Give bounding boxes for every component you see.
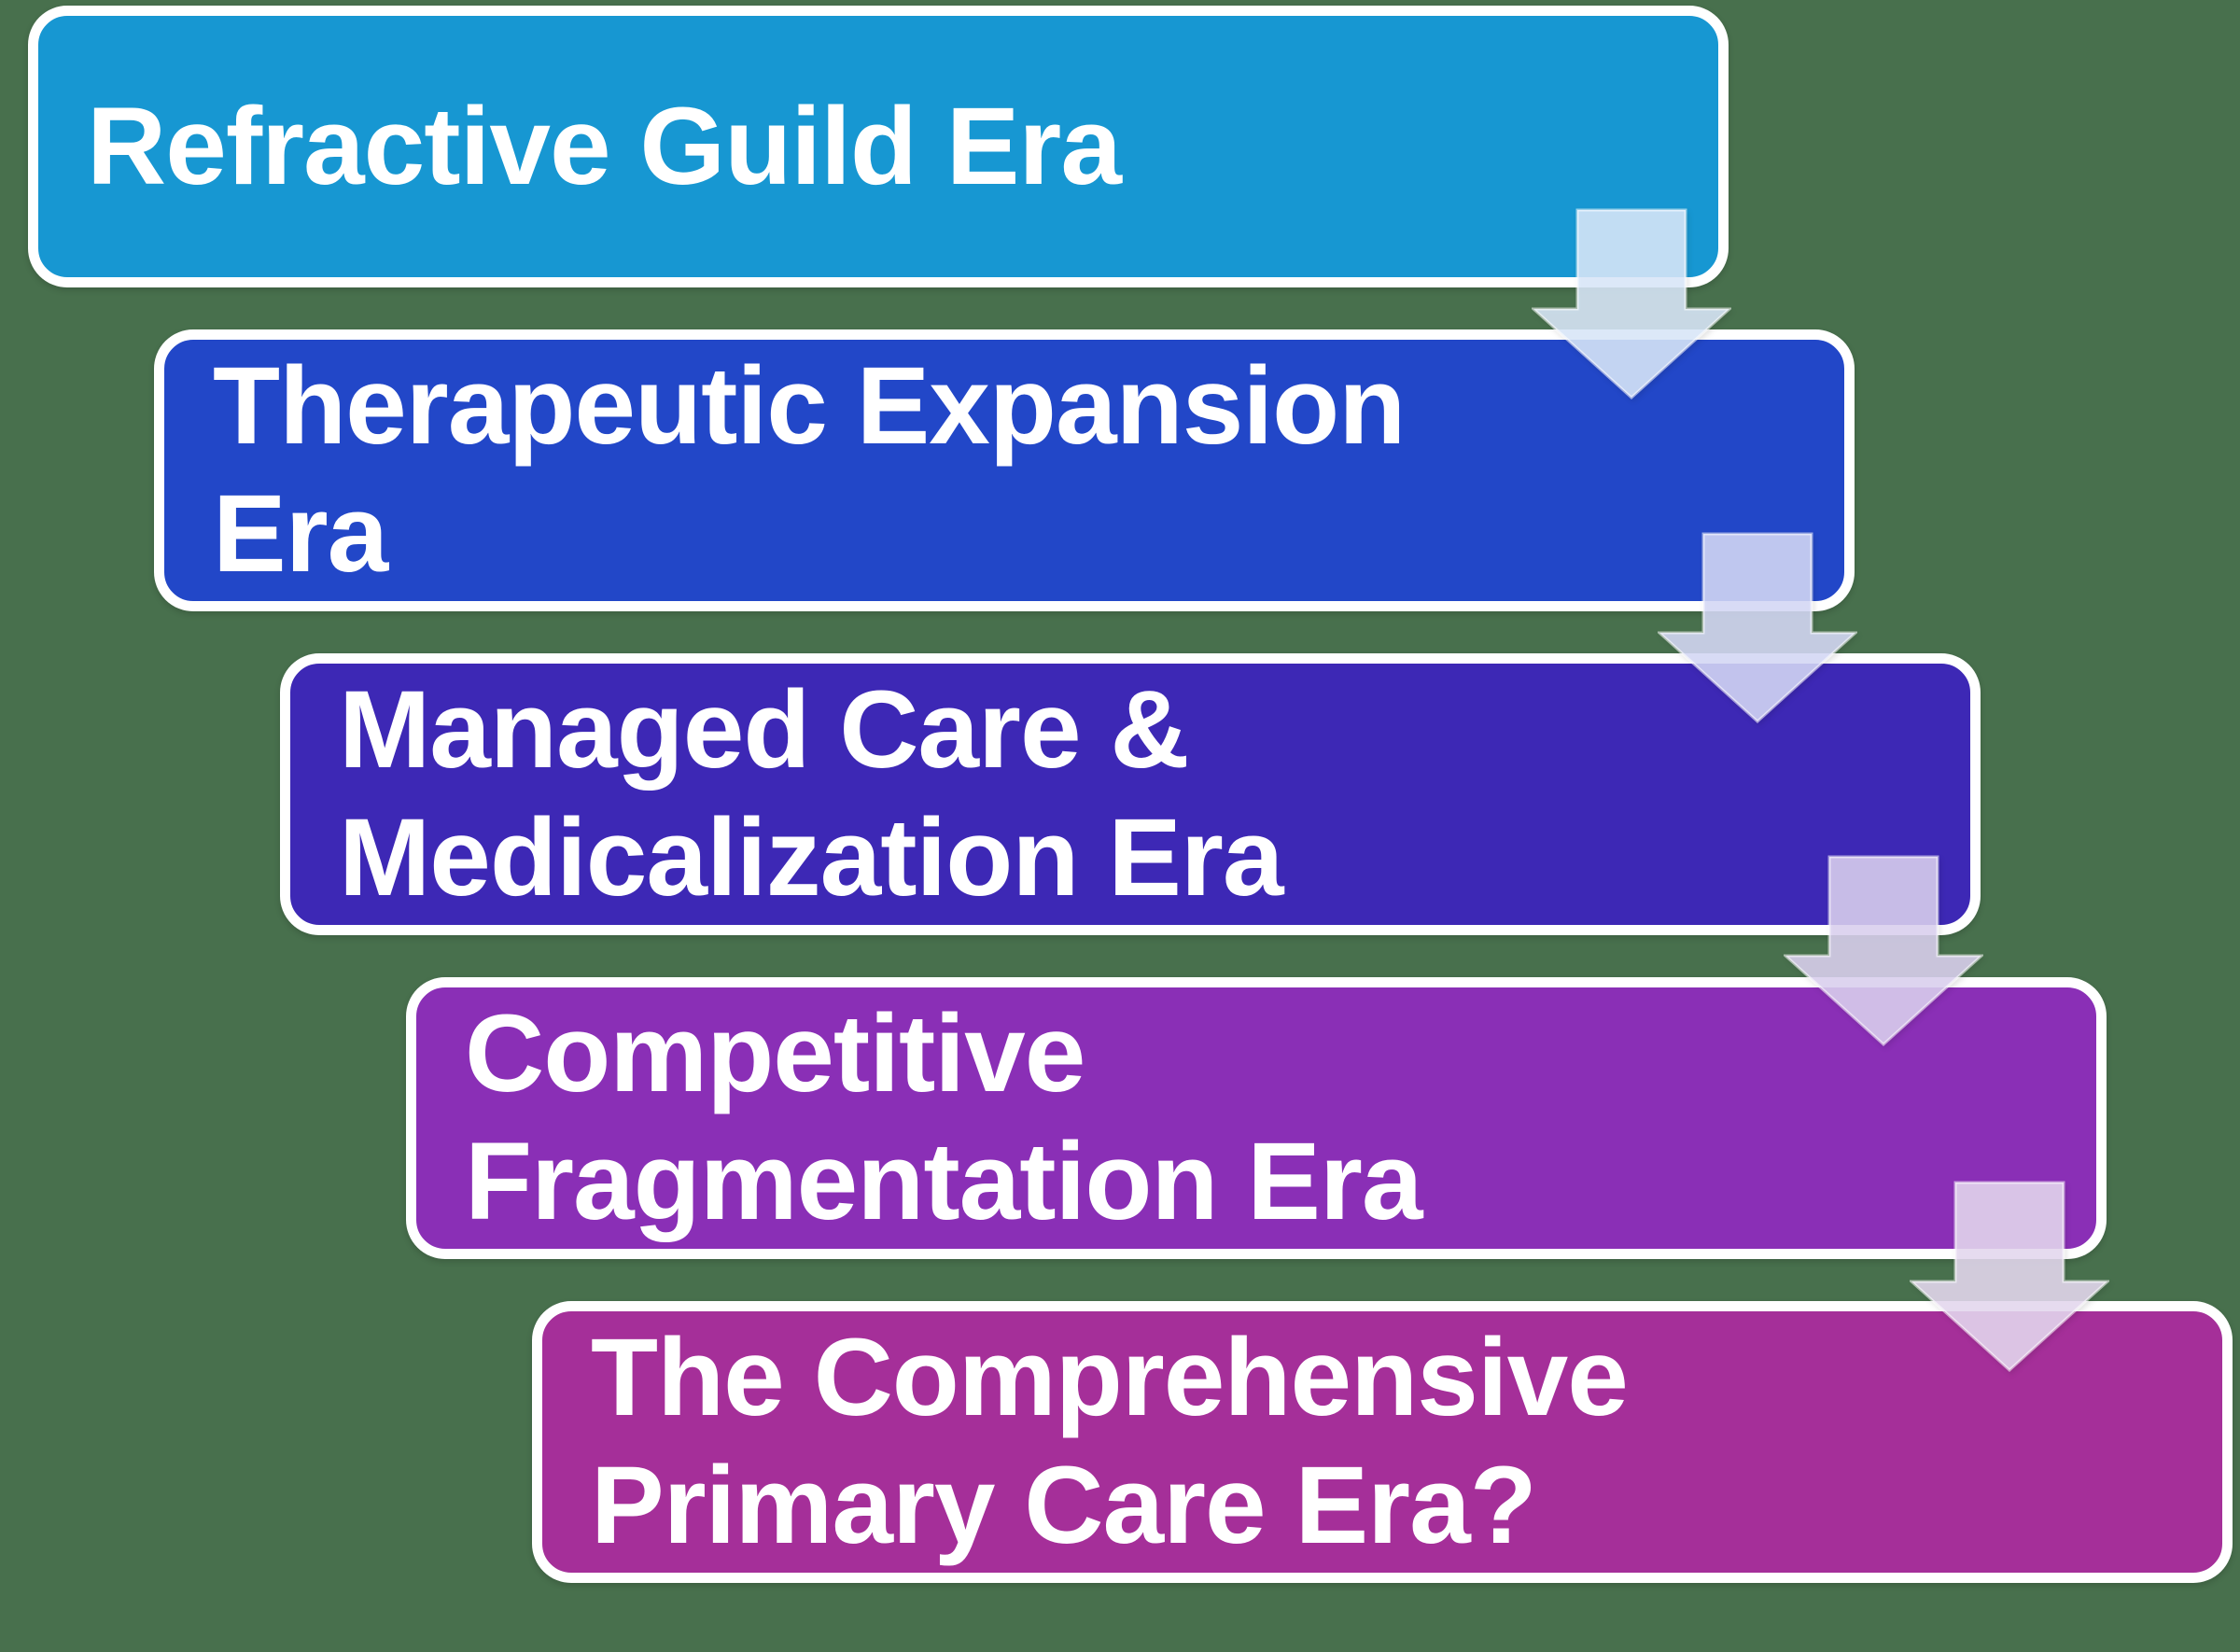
era-box-comprehensive-primary-care: The Comprehensive Primary Care Era?: [532, 1301, 2233, 1583]
era-box-label: Managed Care &: [339, 668, 1190, 792]
era-box-label: Medicalization Era: [339, 796, 1284, 919]
down-arrow-icon: [1910, 1181, 2109, 1372]
era-box-competitive-fragmentation: Competitive Fragmentation Era: [406, 977, 2107, 1259]
down-arrow-icon: [1658, 532, 1857, 723]
down-arrow-icon: [1784, 855, 1983, 1046]
era-box-label: Fragmentation Era: [465, 1120, 1423, 1243]
era-box-label: Competitive: [465, 992, 1085, 1116]
era-box-managed-care-medicalization: Managed Care & Medicalization Era: [280, 653, 1981, 935]
era-box-refractive-guild: Refractive Guild Era: [28, 6, 1729, 287]
down-arrow-shape: [1532, 208, 1731, 399]
down-arrow-icon: [1532, 208, 1731, 399]
era-box-label: Era: [213, 472, 388, 595]
down-arrow-shape: [1784, 855, 1983, 1046]
down-arrow-shape: [1910, 1181, 2109, 1372]
down-arrow-shape: [1658, 532, 1857, 723]
era-box-label: Primary Care Era?: [591, 1444, 1537, 1567]
era-box-therapeutic-expansion: Therapeutic Expansion Era: [154, 329, 1855, 611]
era-box-label: Therapeutic Expansion: [213, 344, 1406, 469]
era-box-label: Refractive Guild Era: [87, 84, 1122, 208]
era-box-label: The Comprehensive: [591, 1316, 1629, 1440]
